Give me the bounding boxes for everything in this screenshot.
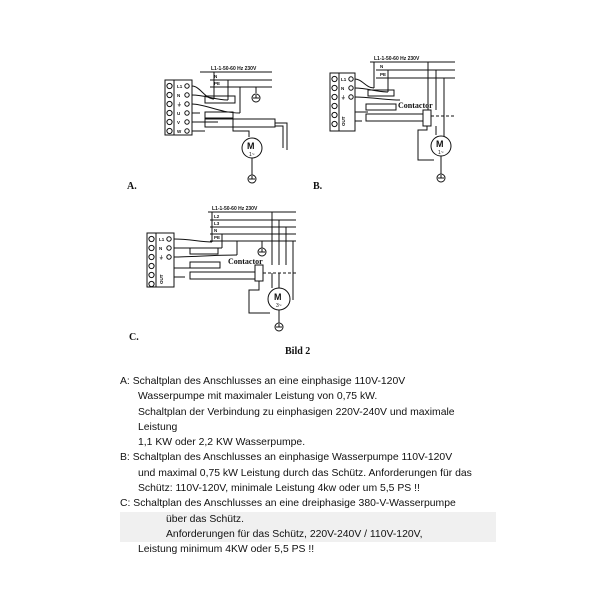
diagram-a-terminal-ground: ⏚	[177, 101, 182, 108]
diagram-c-line-l2: L2	[214, 214, 220, 219]
description-line: A: Schaltplan des Anschlusses an eine ei…	[120, 376, 406, 387]
diagram-b-line-n: N	[380, 64, 383, 69]
diagram-a-ground-icon	[251, 93, 261, 103]
diagram-b-supply-label: L1-1-50-60 Hz 230V	[374, 56, 420, 62]
diagram-b: B. L1-1-50-60 Hz 230V N PE L1 N ⏚ OUT Co	[313, 56, 456, 192]
diagram-a-terminal-v: V	[177, 120, 180, 125]
diagram-a: A. L1-1-50-60 Hz 230V N PE L1 N ⏚ U V W	[127, 66, 288, 192]
description-line: Schaltplan der Verbindung zu einphasigen…	[138, 406, 455, 418]
description-line: und maximal 0,75 kW Leistung durch das S…	[138, 467, 472, 479]
diagram-b-terminal-block: L1 N ⏚ OUT	[329, 72, 356, 132]
diagram-a-motor-ground-icon	[247, 174, 257, 184]
diagram-a-terminal-u: U	[177, 111, 180, 116]
diagram-b-line-pe: PE	[380, 72, 386, 77]
diagram-c-line-l3: L3	[214, 221, 220, 226]
diagram-b-motor: M 1~	[430, 135, 452, 157]
diagram-b-contactor-label: Contactor	[398, 101, 433, 110]
diagram-b-terminal-n: N	[341, 86, 344, 91]
diagram-b-terminal-out: OUT	[341, 116, 346, 126]
diagram-c-letter: C.	[129, 332, 139, 343]
diagram-c-terminal-n: N	[159, 246, 162, 251]
diagram-a-terminal-block: L1 N ⏚ U V W	[164, 79, 193, 136]
diagram-c-motor-m: M	[274, 292, 282, 302]
diagram-b-terminal-l1: L1	[341, 77, 347, 82]
description-line: Wasserpumpe mit maximaler Leistung von 0…	[138, 391, 378, 403]
diagram-c-line-n: N	[214, 228, 217, 233]
diagram-b-motor-phase: 1~	[438, 150, 444, 156]
diagram-a-line-pe: PE	[214, 81, 220, 86]
diagram-b-motor-m: M	[436, 139, 444, 149]
description-line: B: Schaltplan des Anschlusses an einphas…	[120, 452, 453, 464]
wiring-diagrams: A. L1-1-50-60 Hz 230V N PE L1 N ⏚ U V W	[127, 56, 456, 343]
diagram-c-ground-icon	[257, 247, 267, 257]
diagram-a-terminal-w: W	[177, 129, 182, 134]
diagram-b-motor-ground-icon	[436, 173, 446, 183]
diagram-b-terminal-ground: ⏚	[341, 94, 346, 101]
diagram-b-letter: B.	[313, 181, 323, 192]
diagram-a-terminal-n: N	[177, 93, 180, 98]
diagram-c-terminal-block: L1 N ⏚ OUT	[146, 232, 175, 288]
diagram-c-terminal-ground: ⏚	[159, 254, 164, 261]
figure-caption: Bild 2	[285, 346, 311, 357]
diagram-c: C. L1-1-50-60 Hz 230V L2 L3 N PE L1 N ⏚ …	[129, 206, 296, 343]
diagram-c-motor-ground-icon	[274, 322, 284, 332]
diagram-c-terminal-l1: L1	[159, 237, 165, 242]
diagram-b-contactor	[422, 109, 432, 127]
diagram-c-motor-phase: 3~	[276, 303, 282, 309]
description-line: Anforderungen für das Schütz, 220V-240V …	[120, 526, 496, 543]
description-line: 1,1 KW oder 2,2 KW Wasserpumpe.	[138, 437, 306, 449]
diagram-a-motor-m: M	[247, 141, 255, 151]
diagram-c-contactor	[254, 264, 264, 282]
diagram-c-motor: M 3~	[267, 287, 291, 311]
diagram-a-letter: A.	[127, 181, 137, 192]
diagram-c-line-pe: PE	[214, 235, 220, 240]
diagram-c-supply-label: L1-1-50-60 Hz 230V	[212, 206, 258, 212]
diagram-a-line-n: N	[214, 74, 217, 79]
description-line: Schütz: 110V-120V, minimale Leistung 4kw…	[138, 483, 420, 495]
description-text: A: Schaltplan des Anschlusses an eine ei…	[120, 374, 496, 558]
description-line: über das Schütz.	[120, 511, 496, 527]
description-line: C: Schaltplan des Anschlusses an eine dr…	[120, 498, 456, 510]
description-line: Leistung	[138, 421, 178, 433]
diagram-c-terminal-out: OUT	[159, 274, 164, 284]
diagram-a-terminal-l1: L1	[177, 84, 183, 89]
description-line: Leistung minimum 4KW oder 5,5 PS !!	[138, 544, 315, 556]
diagram-c-contactor-label: Contactor	[228, 257, 263, 266]
diagram-a-motor-phase: 1~	[249, 152, 255, 158]
diagram-a-supply-label: L1-1-50-60 Hz 230V	[211, 66, 257, 72]
diagram-a-motor: M 1~	[241, 137, 263, 159]
